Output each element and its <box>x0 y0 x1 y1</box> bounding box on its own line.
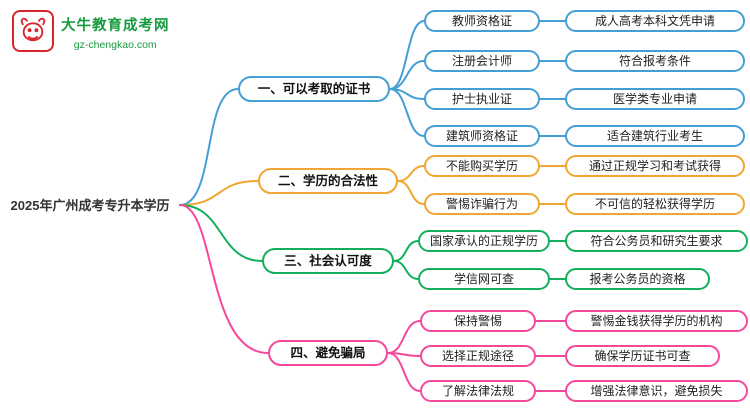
root-node: 2025年广州成考专升本学历 <box>10 198 170 213</box>
subtopic-node: 注册会计师 <box>424 50 540 72</box>
branch-node-recognition: 三、社会认可度 <box>262 248 394 274</box>
detail-node: 符合报考条件 <box>565 50 745 72</box>
detail-node: 医学类专业申请 <box>565 88 745 110</box>
logo-text: 大牛教育成考网 gz-chengkao.com <box>61 10 170 51</box>
branch-node-certificates: 一、可以考取的证书 <box>238 76 390 102</box>
subtopic-node: 选择正规途径 <box>420 345 536 367</box>
detail-node: 增强法律意识，避免损失 <box>565 380 748 402</box>
brand-domain: gz-chengkao.com <box>73 39 157 51</box>
subtopic-node: 警惕诈骗行为 <box>424 193 540 215</box>
detail-node: 通过正规学习和考试获得 <box>565 155 745 177</box>
subtopic-node: 了解法律法规 <box>420 380 536 402</box>
bull-logo-icon <box>12 10 54 52</box>
subtopic-node: 护士执业证 <box>424 88 540 110</box>
detail-node: 适合建筑行业考生 <box>565 125 745 147</box>
subtopic-node: 不能购买学历 <box>424 155 540 177</box>
subtopic-node: 保持警惕 <box>420 310 536 332</box>
subtopic-node: 教师资格证 <box>424 10 540 32</box>
branch-node-avoid-scams: 四、避免骗局 <box>268 340 388 366</box>
detail-node: 符合公务员和研究生要求 <box>565 230 748 252</box>
detail-node: 确保学历证书可查 <box>565 345 720 367</box>
subtopic-node: 建筑师资格证 <box>424 125 540 147</box>
subtopic-node: 国家承认的正规学历 <box>418 230 550 252</box>
subtopic-node: 学信网可查 <box>418 268 550 290</box>
detail-node: 警惕金钱获得学历的机构 <box>565 310 748 332</box>
branch-node-legality: 二、学历的合法性 <box>258 168 398 194</box>
detail-node: 成人高考本科文凭申请 <box>565 10 745 32</box>
site-logo: 大牛教育成考网 gz-chengkao.com <box>12 10 170 52</box>
detail-node: 不可信的轻松获得学历 <box>565 193 745 215</box>
detail-node: 报考公务员的资格 <box>565 268 710 290</box>
brand-name: 大牛教育成考网 <box>61 18 170 34</box>
